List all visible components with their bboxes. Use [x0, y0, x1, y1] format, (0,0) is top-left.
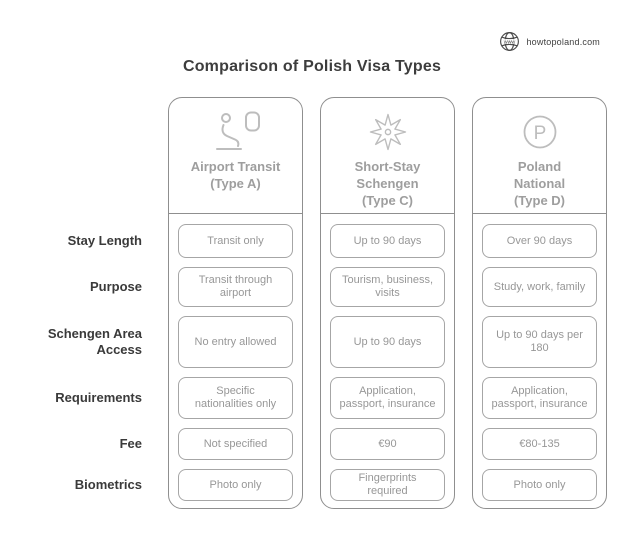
row-label-fee: Fee: [119, 436, 142, 451]
cell-type-d-biometrics: Photo only: [482, 469, 597, 501]
site-name: howtopoland.com: [526, 36, 600, 47]
cell-type-c-schengen-access: Up to 90 days: [330, 316, 445, 368]
header-spacer: [0, 97, 142, 224]
card-title-type-d: Poland National (Type D): [514, 158, 565, 209]
cell-type-a-fee: Not specified: [178, 428, 293, 460]
comparison-table: Stay Length Purpose Schengen Area Access…: [0, 97, 607, 509]
card-title-line: Short-Stay: [354, 159, 421, 174]
schengen-star-icon: [366, 111, 410, 153]
cell-type-c-stay-length: Up to 90 days: [330, 224, 445, 258]
globe-www-icon: www: [500, 32, 520, 51]
card-title-line: (Type C): [361, 193, 414, 208]
page-title: Comparison of Polish Visa Types: [182, 58, 442, 75]
row-label-biometrics: Biometrics: [74, 477, 142, 492]
cell-type-d-requirements: Application, passport, insurance: [482, 377, 597, 419]
cell-type-a-purpose: Transit through airport: [178, 267, 293, 307]
svg-text:www: www: [504, 39, 516, 45]
cell-type-d-schengen-access: Up to 90 days per 180: [482, 316, 597, 368]
cell-type-d-purpose: Study, work, family: [482, 267, 597, 307]
row-label-schengen-access: Schengen Area Access: [47, 326, 142, 357]
card-title-line: Airport Transit: [190, 159, 281, 174]
brand: www howtopoland.com: [499, 31, 600, 52]
card-title-line: Poland: [517, 159, 562, 174]
visa-card-type-d: P Poland National (Type D) Over 90 days …: [472, 97, 607, 509]
card-header-type-a: Airport Transit (Type A): [169, 98, 302, 214]
cell-type-a-schengen-access: No entry allowed: [178, 316, 293, 368]
cell-type-d-stay-length: Over 90 days: [482, 224, 597, 258]
visa-card-type-a: Airport Transit (Type A) Transit only Tr…: [168, 97, 303, 509]
airline-seat-icon: [211, 111, 261, 153]
card-title-type-a: Airport Transit (Type A): [191, 158, 281, 192]
cell-type-c-biometrics: Fingerprints required: [330, 469, 445, 501]
cell-type-c-requirements: Application, passport, insurance: [330, 377, 445, 419]
row-labels-column: Stay Length Purpose Schengen Area Access…: [0, 97, 151, 509]
card-body-type-d: Over 90 days Study, work, family Up to 9…: [473, 214, 606, 510]
cell-type-d-fee: €80-135: [482, 428, 597, 460]
cell-type-a-requirements: Specific nationalities only: [178, 377, 293, 419]
card-title-line: Schengen: [356, 176, 419, 191]
cell-type-a-biometrics: Photo only: [178, 469, 293, 501]
card-title-line: (Type D): [513, 193, 566, 208]
row-label-requirements: Requirements: [55, 390, 142, 405]
card-body-type-c: Up to 90 days Tourism, business, visits …: [321, 214, 454, 510]
cell-type-c-purpose: Tourism, business, visits: [330, 267, 445, 307]
p-circle-icon: P: [522, 111, 558, 153]
visa-card-type-c: Short-Stay Schengen (Type C) Up to 90 da…: [320, 97, 455, 509]
card-body-type-a: Transit only Transit through airport No …: [169, 214, 302, 510]
card-title-line: National: [513, 176, 566, 191]
card-title-line: (Type A): [210, 176, 261, 191]
card-header-type-c: Short-Stay Schengen (Type C): [321, 98, 454, 214]
cell-type-a-stay-length: Transit only: [178, 224, 293, 258]
svg-text:P: P: [533, 123, 546, 144]
card-title-type-c: Short-Stay Schengen (Type C): [355, 158, 421, 209]
row-label-stay-length: Stay Length: [67, 233, 142, 248]
row-label-purpose: Purpose: [89, 279, 142, 294]
cell-type-c-fee: €90: [330, 428, 445, 460]
card-header-type-d: P Poland National (Type D): [473, 98, 606, 214]
